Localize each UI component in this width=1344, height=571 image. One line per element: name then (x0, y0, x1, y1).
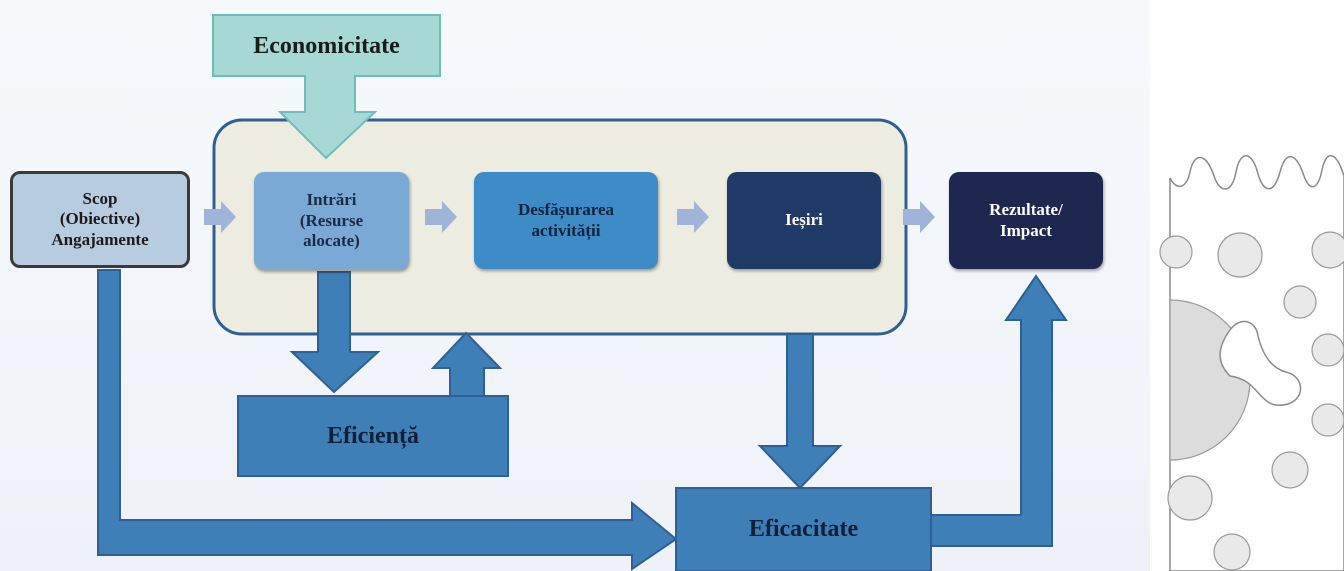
eficienta-up-arrow (430, 331, 503, 397)
eficienta-box (237, 395, 509, 477)
economicitate-arrow (212, 14, 441, 160)
flow-arrow-4 (903, 201, 935, 233)
rezultate-box: Rezultate/ Impact (949, 172, 1103, 269)
iesiri-box: Ieșiri (727, 172, 881, 269)
eficienta-label: Eficiență (327, 422, 419, 449)
scop-box: Scop (Obiective) Angajamente (10, 171, 190, 268)
eficacitate-label: Eficacitate (748, 516, 859, 542)
flow-arrow-3 (677, 201, 709, 233)
flow-arrow-1 (204, 201, 236, 233)
economicitate-label: Economicitate (253, 32, 400, 59)
desfasurarea-box: Desfășurarea activității (474, 172, 658, 269)
gear-outline (1219, 320, 1302, 407)
flow-arrow-2 (425, 201, 457, 233)
intrari-box: Intrări (Resurse alocate) (254, 172, 409, 270)
scop-to-eficacitate-arrow (97, 269, 678, 571)
eficacitate-to-rezultate-arrow (930, 274, 1068, 547)
intrari-to-eficienta-arrow (289, 271, 381, 394)
iesiri-to-eficacitate-arrow (757, 333, 843, 490)
